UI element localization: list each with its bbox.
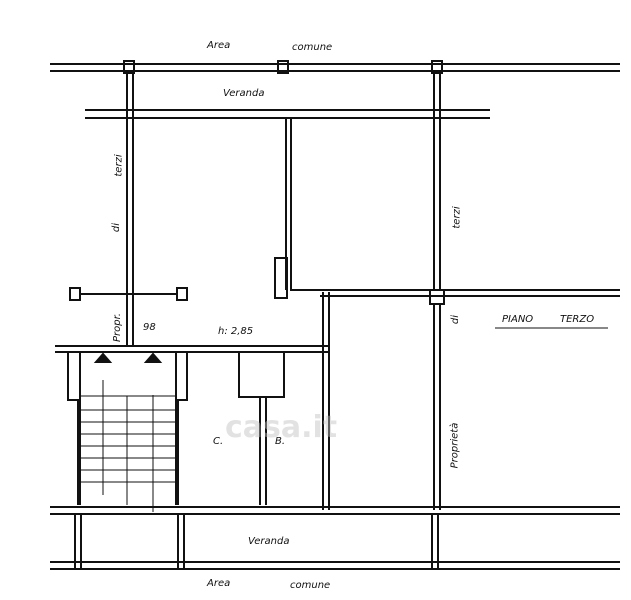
label-98: 98 — [143, 322, 156, 333]
label-propr: Propr. — [111, 313, 123, 342]
label-room-c: C. — [213, 436, 224, 447]
label-di-right: di — [450, 314, 462, 325]
label-comune-bottom: comune — [290, 580, 331, 591]
label-veranda-bottom: Veranda — [248, 536, 290, 547]
label-di-left: di — [111, 222, 123, 233]
label-veranda-top: Veranda — [223, 88, 265, 99]
label-piano: PIANO — [502, 314, 534, 325]
label-comune-top: comune — [292, 42, 333, 53]
watermark: casa.it — [225, 410, 338, 445]
label-room-b: B. — [275, 436, 286, 447]
label-area-bottom: Area — [207, 578, 231, 589]
label-terzo: TERZO — [560, 314, 595, 325]
label-terzi-right: terzi — [451, 206, 463, 229]
label-terzi-left: terzi — [113, 154, 125, 177]
label-area-top: Area — [207, 40, 231, 51]
label-height: h: 2,85 — [218, 326, 254, 337]
label-proprieta-right: Proprietà — [449, 422, 461, 469]
